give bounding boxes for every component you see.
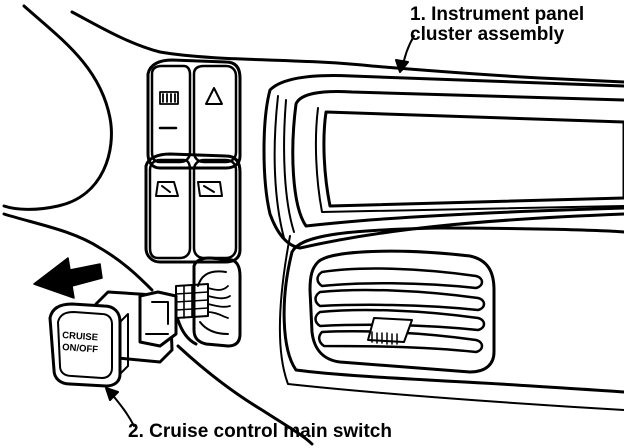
callout-cruise-switch: 2. Cruise control main switch [128, 421, 392, 442]
instrument-cluster [262, 74, 624, 250]
air-vent [278, 226, 624, 411]
right-lower-switch [192, 158, 238, 260]
wiring-harness-connector [175, 283, 231, 319]
switch-side-bevel [119, 313, 129, 375]
upper-switch-bank [146, 58, 242, 170]
removal-direction-arrow [33, 257, 103, 299]
vent-knob-ribs [371, 331, 398, 345]
cluster-hood-shade [273, 95, 295, 239]
windshield-icon [197, 181, 223, 197]
recess-opening [192, 256, 242, 348]
recess-lower-lip [176, 318, 198, 346]
callout-instrument-panel-line-2: cluster assembly [410, 23, 565, 45]
window-defog-icon [155, 181, 179, 197]
leader-arrowhead-cruise-switch [105, 387, 119, 401]
vent-knob [367, 317, 413, 345]
lower-switch-bank [144, 152, 242, 264]
lower-switch-bezel [144, 152, 242, 264]
vent-outer-bezel [282, 226, 624, 394]
connector-pins [175, 284, 209, 319]
dash-lower-left-contour [2, 212, 154, 292]
leader-lines [105, 35, 415, 427]
rear-defogger-icon [159, 91, 179, 105]
rear-defogger-switch [150, 64, 192, 164]
cluster-outer-frame [262, 74, 624, 250]
cluster-window-step [314, 107, 624, 213]
hazard-triangle-icon [205, 87, 223, 105]
switch-label-line-2: ON/OFF [62, 342, 99, 355]
switch-housing-clip [145, 301, 169, 335]
vent-louver [316, 267, 484, 290]
connector-recess [175, 256, 242, 348]
cluster-inner-frame [291, 90, 624, 228]
cluster-display-window [322, 110, 624, 208]
switch-label-line-1: CRUISE [62, 330, 99, 343]
callout-instrument-panel-line-1: 1. Instrument panel [410, 4, 585, 25]
switch-housing-rear [138, 290, 178, 348]
dash-top-contour [70, 10, 624, 84]
vent-louver [314, 288, 486, 312]
vent-housing [308, 249, 496, 374]
vent-knob-body [367, 317, 413, 343]
harness-wires [207, 285, 231, 319]
vent-outer-bezel-lower [278, 235, 624, 411]
dash-lower-contour [176, 344, 314, 446]
dash-left-contour [2, 4, 113, 211]
switch-face-inner [57, 311, 113, 379]
left-lower-switch [148, 158, 192, 260]
hazard-switch [192, 64, 238, 164]
cruise-control-main-switch: CRUISE ON/OFF [48, 290, 178, 388]
upper-switch-bezel [146, 58, 242, 170]
vent-louver [314, 308, 486, 332]
recess-inner-shadow [197, 270, 229, 335]
dashboard-contours [2, 4, 624, 446]
callout-instrument-panel: 1. Instrument panel cluster assembly [410, 5, 584, 45]
leader-arrowhead-instrument-panel [395, 59, 409, 73]
